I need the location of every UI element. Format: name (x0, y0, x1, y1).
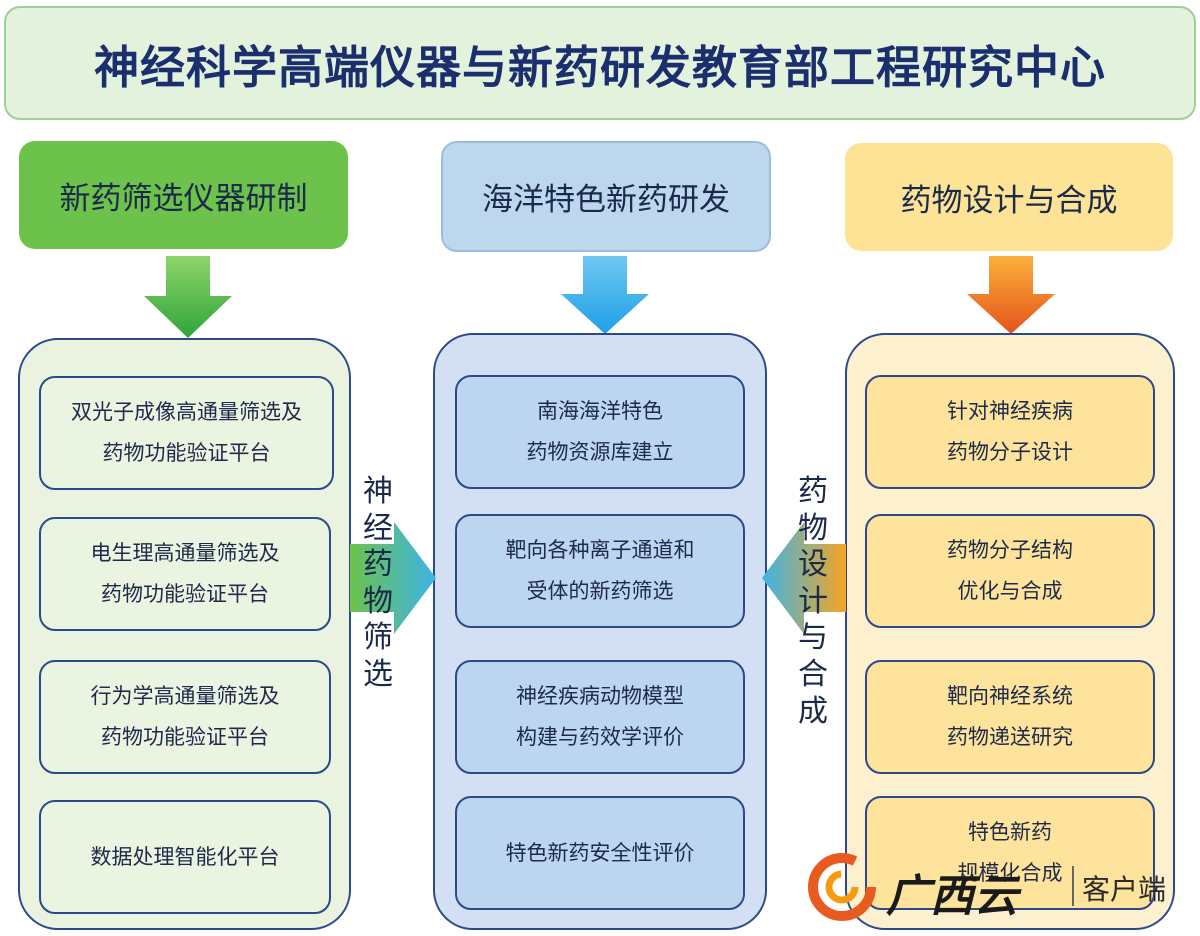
down-arrow-orange (967, 256, 1055, 334)
connector-arrow-right (350, 522, 436, 634)
card-electrophysiology-platform: 电生理高通量筛选及 药物功能验证平台 (39, 517, 331, 631)
diagram-title: 神经科学高端仪器与新药研发教育部工程研究中心 (4, 6, 1196, 120)
connector-arrow-left (762, 522, 846, 634)
connector-label-design: 药物设计与合成 (798, 474, 828, 729)
card-molecular-design: 针对神经疾病 药物分子设计 (865, 375, 1155, 489)
card-marine-drug-library: 南海海洋特色 药物资源库建立 (455, 375, 745, 489)
card-disease-model-evaluation: 神经疾病动物模型 构建与药效学评价 (455, 660, 745, 774)
brand-suffix: 客户端 (1082, 873, 1167, 906)
brand-name: 广西云 (886, 871, 1018, 922)
header-marine-drug-development: 海洋特色新药研发 (441, 141, 771, 252)
card-drug-safety-evaluation: 特色新药安全性评价 (455, 796, 745, 910)
brand-logo-icon (808, 853, 876, 921)
card-drug-delivery: 靶向神经系统 药物递送研究 (865, 660, 1155, 774)
card-two-photon-platform: 双光子成像高通量筛选及 药物功能验证平台 (39, 376, 334, 490)
card-structure-optimization: 药物分子结构 优化与合成 (865, 514, 1155, 628)
card-behavior-platform: 行为学高通量筛选及 药物功能验证平台 (39, 660, 331, 774)
header-drug-screening-instruments: 新药筛选仪器研制 (19, 141, 348, 249)
down-arrow-green (144, 256, 232, 338)
down-arrow-blue (561, 256, 649, 334)
card-ion-channel-screening: 靶向各种离子通道和 受体的新药筛选 (455, 514, 745, 628)
header-drug-design-synthesis: 药物设计与合成 (845, 143, 1173, 251)
connector-label-screening: 神经药物筛选 (363, 474, 393, 692)
card-data-processing-platform: 数据处理智能化平台 (39, 800, 331, 914)
brand-divider (1072, 866, 1074, 906)
card-scale-synthesis: 特色新药 规模化合成 (865, 796, 1155, 910)
